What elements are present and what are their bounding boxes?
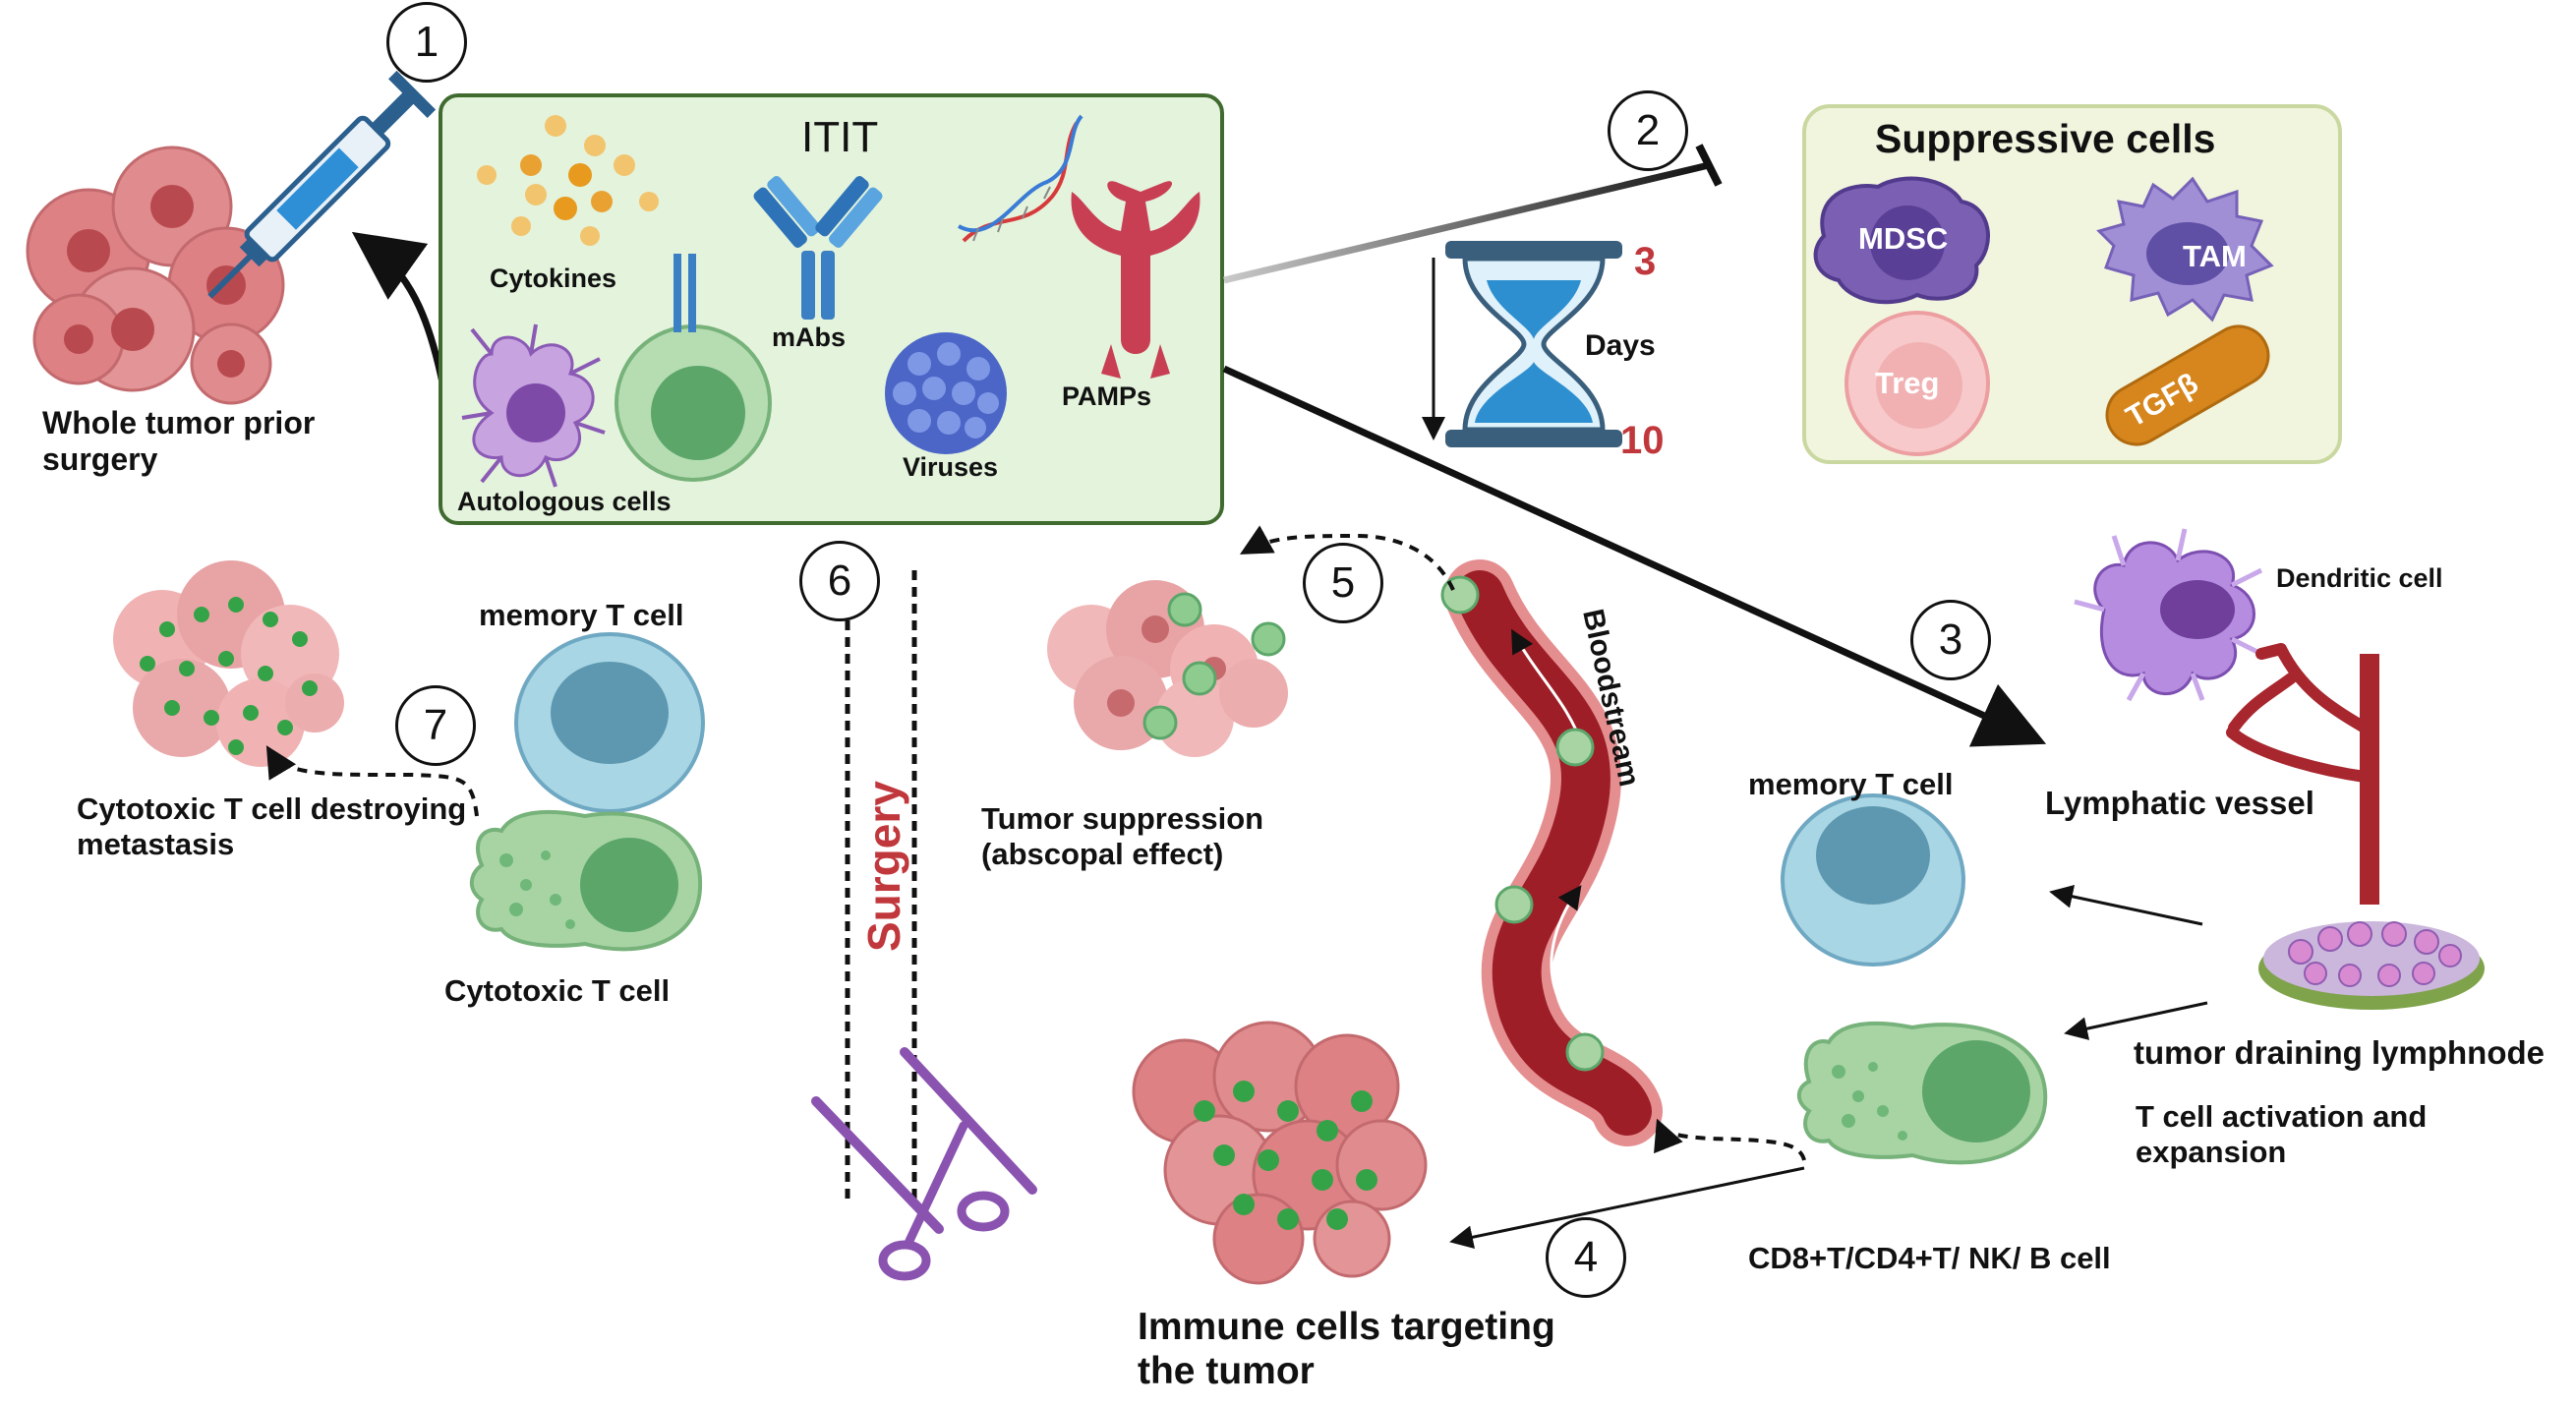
scissors-icon — [811, 1047, 1037, 1281]
node-to-memory-arrow — [2049, 885, 2203, 926]
cytotoxic-to-tumor-arrow — [1449, 1166, 1805, 1250]
treg-label: Treg — [1875, 366, 1940, 400]
effector-cells-label: CD8+T/CD4+T/ NK/ B cell — [1748, 1241, 2111, 1275]
autologous-cells-label: Autologous cells — [457, 487, 672, 516]
abscopal-label: Tumor suppression (abscopal effect) — [981, 801, 1264, 871]
itit-to-suppression-line — [1223, 161, 1710, 284]
step-2-badge: 2 — [1608, 90, 1688, 171]
mabs-label: mAbs — [772, 322, 847, 352]
timeline-start: 3 — [1634, 240, 1657, 283]
surgery-label: Surgery — [858, 781, 909, 952]
suppressive-cells-title: Suppressive cells — [1875, 116, 2216, 161]
cytotoxic-to-bloodstream-arrow — [1654, 1118, 1806, 1161]
step-3-badge: 3 — [1910, 600, 1991, 680]
mdsc-cell — [1813, 176, 1990, 305]
autologous-t-cell — [615, 254, 772, 482]
dendritic-cell — [2074, 528, 2263, 702]
itit-to-lymph-arrow — [1222, 365, 2047, 747]
cytotoxic-to-metastasis-arrow — [265, 745, 479, 817]
lymph-node-label: tumor draining lymphnode — [2134, 1034, 2545, 1071]
itit-to-syringe-arrow — [351, 231, 451, 409]
treg-cell — [1844, 311, 1990, 456]
whole-tumor-illustration — [26, 146, 285, 405]
step-1-badge: 1 — [386, 2, 467, 83]
step-5-badge: 5 — [1303, 543, 1383, 623]
t-cell-activation-label: T cell activation and expansion — [2136, 1099, 2428, 1169]
cytotoxic-t-cell-right — [1796, 1021, 2048, 1165]
viruses-label: Viruses — [903, 452, 999, 482]
cytotoxic-t-cell-left — [469, 809, 703, 952]
memory-t-cell-left — [514, 632, 705, 813]
pamps-label: PAMPs — [1062, 381, 1152, 411]
memory-t-cell-left-label: memory T cell — [479, 598, 684, 632]
pamps-icon — [1071, 181, 1200, 379]
cytotoxic-t-cell-left-label: Cytotoxic T cell — [444, 973, 671, 1008]
hourglass-icon — [1422, 241, 1622, 447]
itit-title: ITIT — [801, 113, 879, 161]
virus-icon — [885, 332, 1007, 454]
tam-cell — [2096, 176, 2274, 322]
tgfb-molecule — [2105, 324, 2270, 446]
syringe-icon — [207, 70, 437, 299]
tam-label: TAM — [2183, 239, 2247, 273]
dna-icon — [958, 114, 1083, 243]
node-to-cytotoxic-arrow — [2064, 1001, 2208, 1040]
cytotoxic-destroying-label: Cytotoxic T cell destroying metastasis — [77, 791, 467, 861]
lymph-node-illustration — [2258, 921, 2485, 1010]
timeline-unit: Days — [1585, 329, 1656, 362]
abscopal-tumor-illustration — [1047, 580, 1288, 757]
dendritic-cell-label: Dendritic cell — [2276, 563, 2443, 593]
step-4-badge: 4 — [1546, 1217, 1626, 1298]
mdsc-label: MDSC — [1858, 221, 1949, 256]
memory-t-cell-right — [1781, 793, 1965, 967]
whole-tumor-label: Whole tumor prior surgery — [42, 405, 316, 477]
step-6-badge: 6 — [799, 541, 880, 621]
step-7-badge: 7 — [395, 685, 476, 766]
circulating-t-cells — [1440, 575, 1605, 1072]
targeting-label: Immune cells targeting the tumor — [1138, 1306, 1555, 1392]
cytokines-illustration — [477, 115, 659, 246]
suppression-tee — [1695, 144, 1723, 187]
timeline-end: 10 — [1620, 419, 1665, 462]
bloodstream-to-abscopal-arrow — [1240, 525, 1455, 591]
cytokines-label: Cytokines — [490, 264, 617, 293]
lymphatic-vessel-label: Lymphatic vessel — [2045, 785, 2314, 821]
autologous-dendritic-cell — [461, 323, 606, 488]
targeted-tumor-illustration — [1132, 1021, 1428, 1285]
antibody-icon — [753, 176, 883, 320]
metastasis-illustration — [113, 560, 344, 767]
memory-t-cell-right-label: memory T cell — [1748, 767, 1954, 801]
lymphatic-vessel — [2226, 643, 2379, 905]
